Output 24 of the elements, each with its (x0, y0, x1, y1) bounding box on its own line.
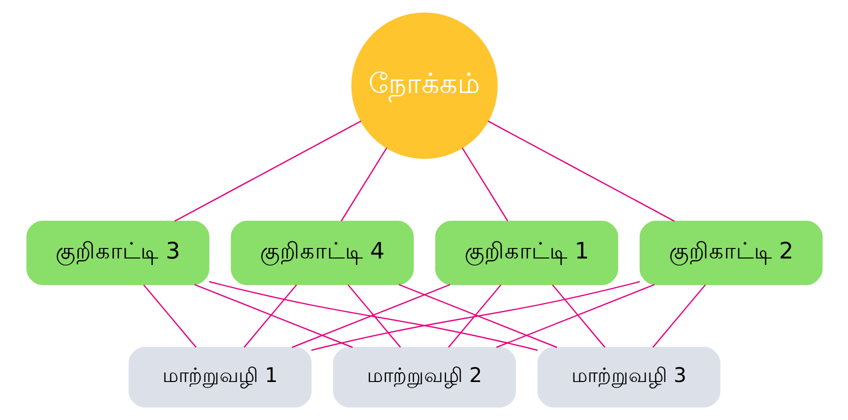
connector (461, 147, 508, 222)
connector (552, 284, 605, 348)
connector (340, 147, 387, 222)
connector (487, 120, 674, 222)
node-box: மாற்றுவழி 2 (332, 346, 516, 408)
connector (448, 284, 501, 348)
node-box: மாற்றுவழி 3 (536, 346, 720, 408)
node-box: மாற்றுவழி 1 (128, 346, 312, 408)
connector (310, 281, 640, 351)
node-box: குறிகாட்டி 4 (230, 220, 414, 286)
connector (174, 120, 361, 222)
node-box: குறிகாட்டி 1 (434, 220, 618, 286)
connector (208, 281, 538, 351)
node-box: குறிகாட்டி 3 (26, 220, 209, 286)
connector (291, 284, 450, 348)
connector (347, 284, 400, 348)
node-circle: நோக்கம் (350, 12, 498, 159)
connector (652, 284, 706, 348)
connector (398, 284, 557, 348)
connector (142, 284, 196, 348)
node-box: குறிகாட்டி 2 (639, 220, 822, 286)
connector (496, 284, 654, 348)
connector (194, 284, 352, 348)
connector (243, 284, 296, 348)
